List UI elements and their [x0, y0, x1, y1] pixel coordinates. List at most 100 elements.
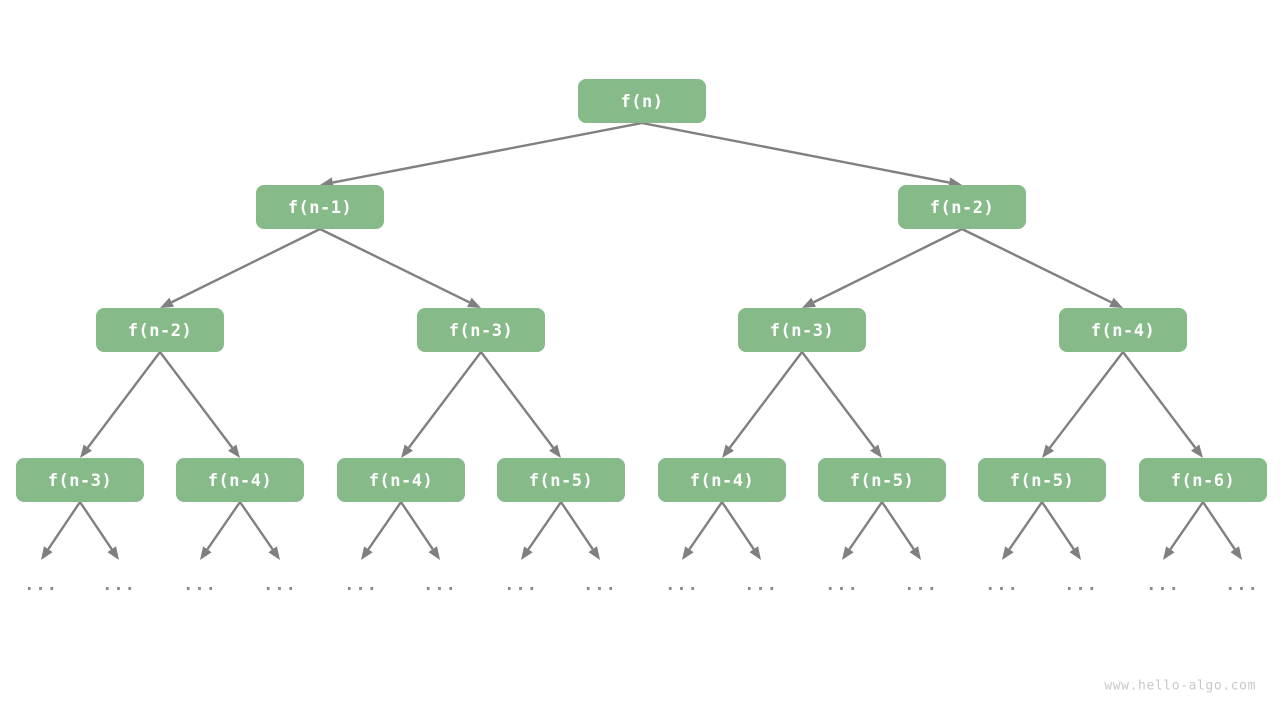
- node-box: [1059, 308, 1187, 352]
- tree-node[interactable]: f(n-4): [176, 458, 304, 502]
- tree-node[interactable]: f(n): [578, 79, 706, 123]
- tree-node[interactable]: f(n-6): [1139, 458, 1267, 502]
- leaf-edge: [1202, 501, 1242, 560]
- ellipsis-label: ...: [102, 575, 136, 595]
- node-box: [1139, 458, 1267, 502]
- arrow-head-icon: [870, 444, 882, 458]
- node-box: [658, 458, 786, 502]
- tree-node[interactable]: f(n-1): [256, 185, 384, 229]
- edges-layer: [80, 121, 1203, 458]
- tree-edge: [802, 227, 963, 308]
- leaf-edge: [41, 501, 81, 560]
- tree-node[interactable]: f(n-3): [738, 308, 866, 352]
- tree-node[interactable]: f(n-3): [417, 308, 545, 352]
- node-label: f(n-2): [930, 198, 994, 218]
- node-label: f(n-5): [529, 471, 593, 491]
- arrow-head-icon: [80, 444, 92, 458]
- ellipsis-label: ...: [1064, 575, 1098, 595]
- ellipsis-label: ...: [985, 575, 1019, 595]
- node-box: [337, 458, 465, 502]
- node-box: [96, 308, 224, 352]
- edge-line: [881, 501, 915, 550]
- leaf-edge: [521, 501, 562, 560]
- tree-node[interactable]: f(n-2): [96, 308, 224, 352]
- tree-node[interactable]: f(n-4): [1059, 308, 1187, 352]
- edge-line: [688, 501, 723, 550]
- tree-node[interactable]: f(n-3): [16, 458, 144, 502]
- node-label: f(n-5): [850, 471, 914, 491]
- leaf-edge: [1163, 501, 1204, 560]
- node-box: [578, 79, 706, 123]
- ellipsis-label: ...: [1146, 575, 1180, 595]
- edge-line: [367, 501, 402, 550]
- tree-edge: [480, 351, 561, 458]
- leaf-edge: [200, 501, 241, 560]
- arrow-head-icon: [842, 546, 854, 560]
- edge-line: [1041, 501, 1075, 550]
- edge-line: [319, 227, 470, 304]
- arrow-head-icon: [428, 546, 440, 560]
- arrow-head-icon: [588, 546, 600, 560]
- edge-line: [86, 351, 161, 449]
- node-label: f(n-1): [288, 198, 352, 218]
- tree-edge: [320, 121, 643, 188]
- edge-line: [47, 501, 81, 550]
- tree-node[interactable]: f(n-5): [978, 458, 1106, 502]
- tree-node[interactable]: f(n-2): [898, 185, 1026, 229]
- edge-line: [171, 227, 321, 304]
- node-box: [176, 458, 304, 502]
- edge-line: [239, 501, 274, 550]
- node-label: f(n-3): [770, 321, 834, 341]
- edge-line: [641, 121, 950, 184]
- edge-line: [728, 351, 803, 449]
- node-box: [818, 458, 946, 502]
- leaf-edge: [682, 501, 723, 560]
- tree-edge: [319, 227, 481, 308]
- leaf-edge: [79, 501, 119, 560]
- tree-edge: [961, 227, 1123, 308]
- ellipsis-label: ...: [1225, 575, 1259, 595]
- node-label: f(n-4): [369, 471, 433, 491]
- arrow-head-icon: [1042, 444, 1055, 458]
- tree-node[interactable]: f(n-4): [658, 458, 786, 502]
- arrow-head-icon: [1002, 546, 1014, 560]
- nodes-layer: f(n) f(n-1) f(n-2) f(n-2) f(n-3) f(n-3) f(n-4)…: [16, 79, 1267, 502]
- ellipsis-label: ...: [24, 575, 58, 595]
- arrow-head-icon: [549, 444, 561, 458]
- edge-line: [407, 351, 482, 449]
- tree-node[interactable]: f(n-5): [497, 458, 625, 502]
- arrow-head-icon: [160, 297, 174, 308]
- tree-edge: [80, 351, 161, 458]
- node-box: [738, 308, 866, 352]
- arrow-head-icon: [1163, 546, 1175, 560]
- node-label: f(n-5): [1010, 471, 1074, 491]
- arrow-head-icon: [722, 444, 734, 458]
- ellipsis-label: ...: [263, 575, 297, 595]
- ellipsis-label: ...: [423, 575, 457, 595]
- arrow-head-icon: [1069, 546, 1081, 560]
- node-label: f(n-3): [449, 321, 513, 341]
- ellipsis-label: ...: [665, 575, 699, 595]
- arrow-head-icon: [467, 297, 481, 308]
- node-box: [16, 458, 144, 502]
- ellipsis-label: ...: [183, 575, 217, 595]
- arrow-head-icon: [521, 546, 533, 560]
- arrow-head-icon: [909, 546, 921, 560]
- node-label: f(n-3): [48, 471, 112, 491]
- edge-line: [206, 501, 241, 550]
- tree-edge: [160, 227, 321, 308]
- leaf-edge: [1002, 501, 1043, 560]
- arrow-head-icon: [1191, 444, 1203, 458]
- edge-line: [813, 227, 963, 304]
- node-box: [417, 308, 545, 352]
- edge-line: [848, 501, 883, 550]
- ellipsis-label: ...: [504, 575, 538, 595]
- node-box: [256, 185, 384, 229]
- leaf-edge: [361, 501, 402, 560]
- tree-node[interactable]: f(n-5): [818, 458, 946, 502]
- tree-node[interactable]: f(n-4): [337, 458, 465, 502]
- node-label: f(n-4): [1091, 321, 1155, 341]
- arrow-head-icon: [802, 297, 816, 308]
